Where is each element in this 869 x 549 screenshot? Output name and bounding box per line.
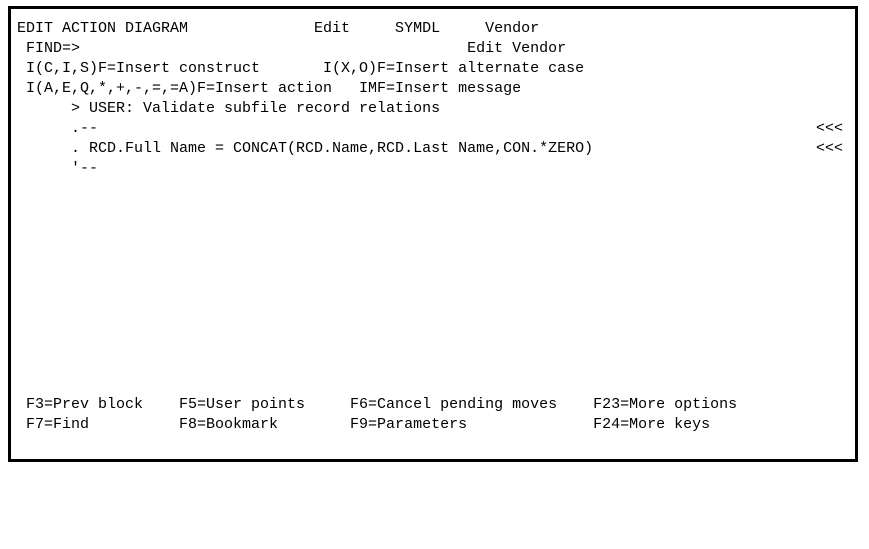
terminal-screen: EDIT ACTION DIAGRAM Edit SYMDL Vendor FI… bbox=[11, 9, 855, 459]
diagram-line-user-comment[interactable]: > USER: Validate subfile record relation… bbox=[17, 100, 441, 117]
diagram-line-block-start[interactable]: .-- bbox=[17, 120, 99, 137]
header-line: EDIT ACTION DIAGRAM Edit SYMDL Vendor bbox=[17, 20, 540, 37]
pending-change-marker-2: <<< bbox=[815, 140, 843, 157]
terminal-window: EDIT ACTION DIAGRAM Edit SYMDL Vendor FI… bbox=[8, 6, 858, 462]
command-help-line-2: I(A,E,Q,*,+,-,=,=A)F=Insert action IMF=I… bbox=[17, 80, 522, 97]
find-prompt-line[interactable]: FIND=> Edit Vendor bbox=[17, 40, 567, 57]
diagram-line-assignment[interactable]: . RCD.Full Name = CONCAT(RCD.Name,RCD.La… bbox=[17, 140, 594, 157]
pending-change-marker-1: <<< bbox=[815, 120, 843, 137]
command-help-line-1: I(C,I,S)F=Insert construct I(X,O)F=Inser… bbox=[17, 60, 585, 77]
diagram-line-block-end[interactable]: '-- bbox=[17, 160, 99, 177]
function-key-line-2: F7=Find F8=Bookmark F9=Parameters F24=Mo… bbox=[17, 416, 711, 433]
function-key-line-1: F3=Prev block F5=User points F6=Cancel p… bbox=[17, 396, 738, 413]
